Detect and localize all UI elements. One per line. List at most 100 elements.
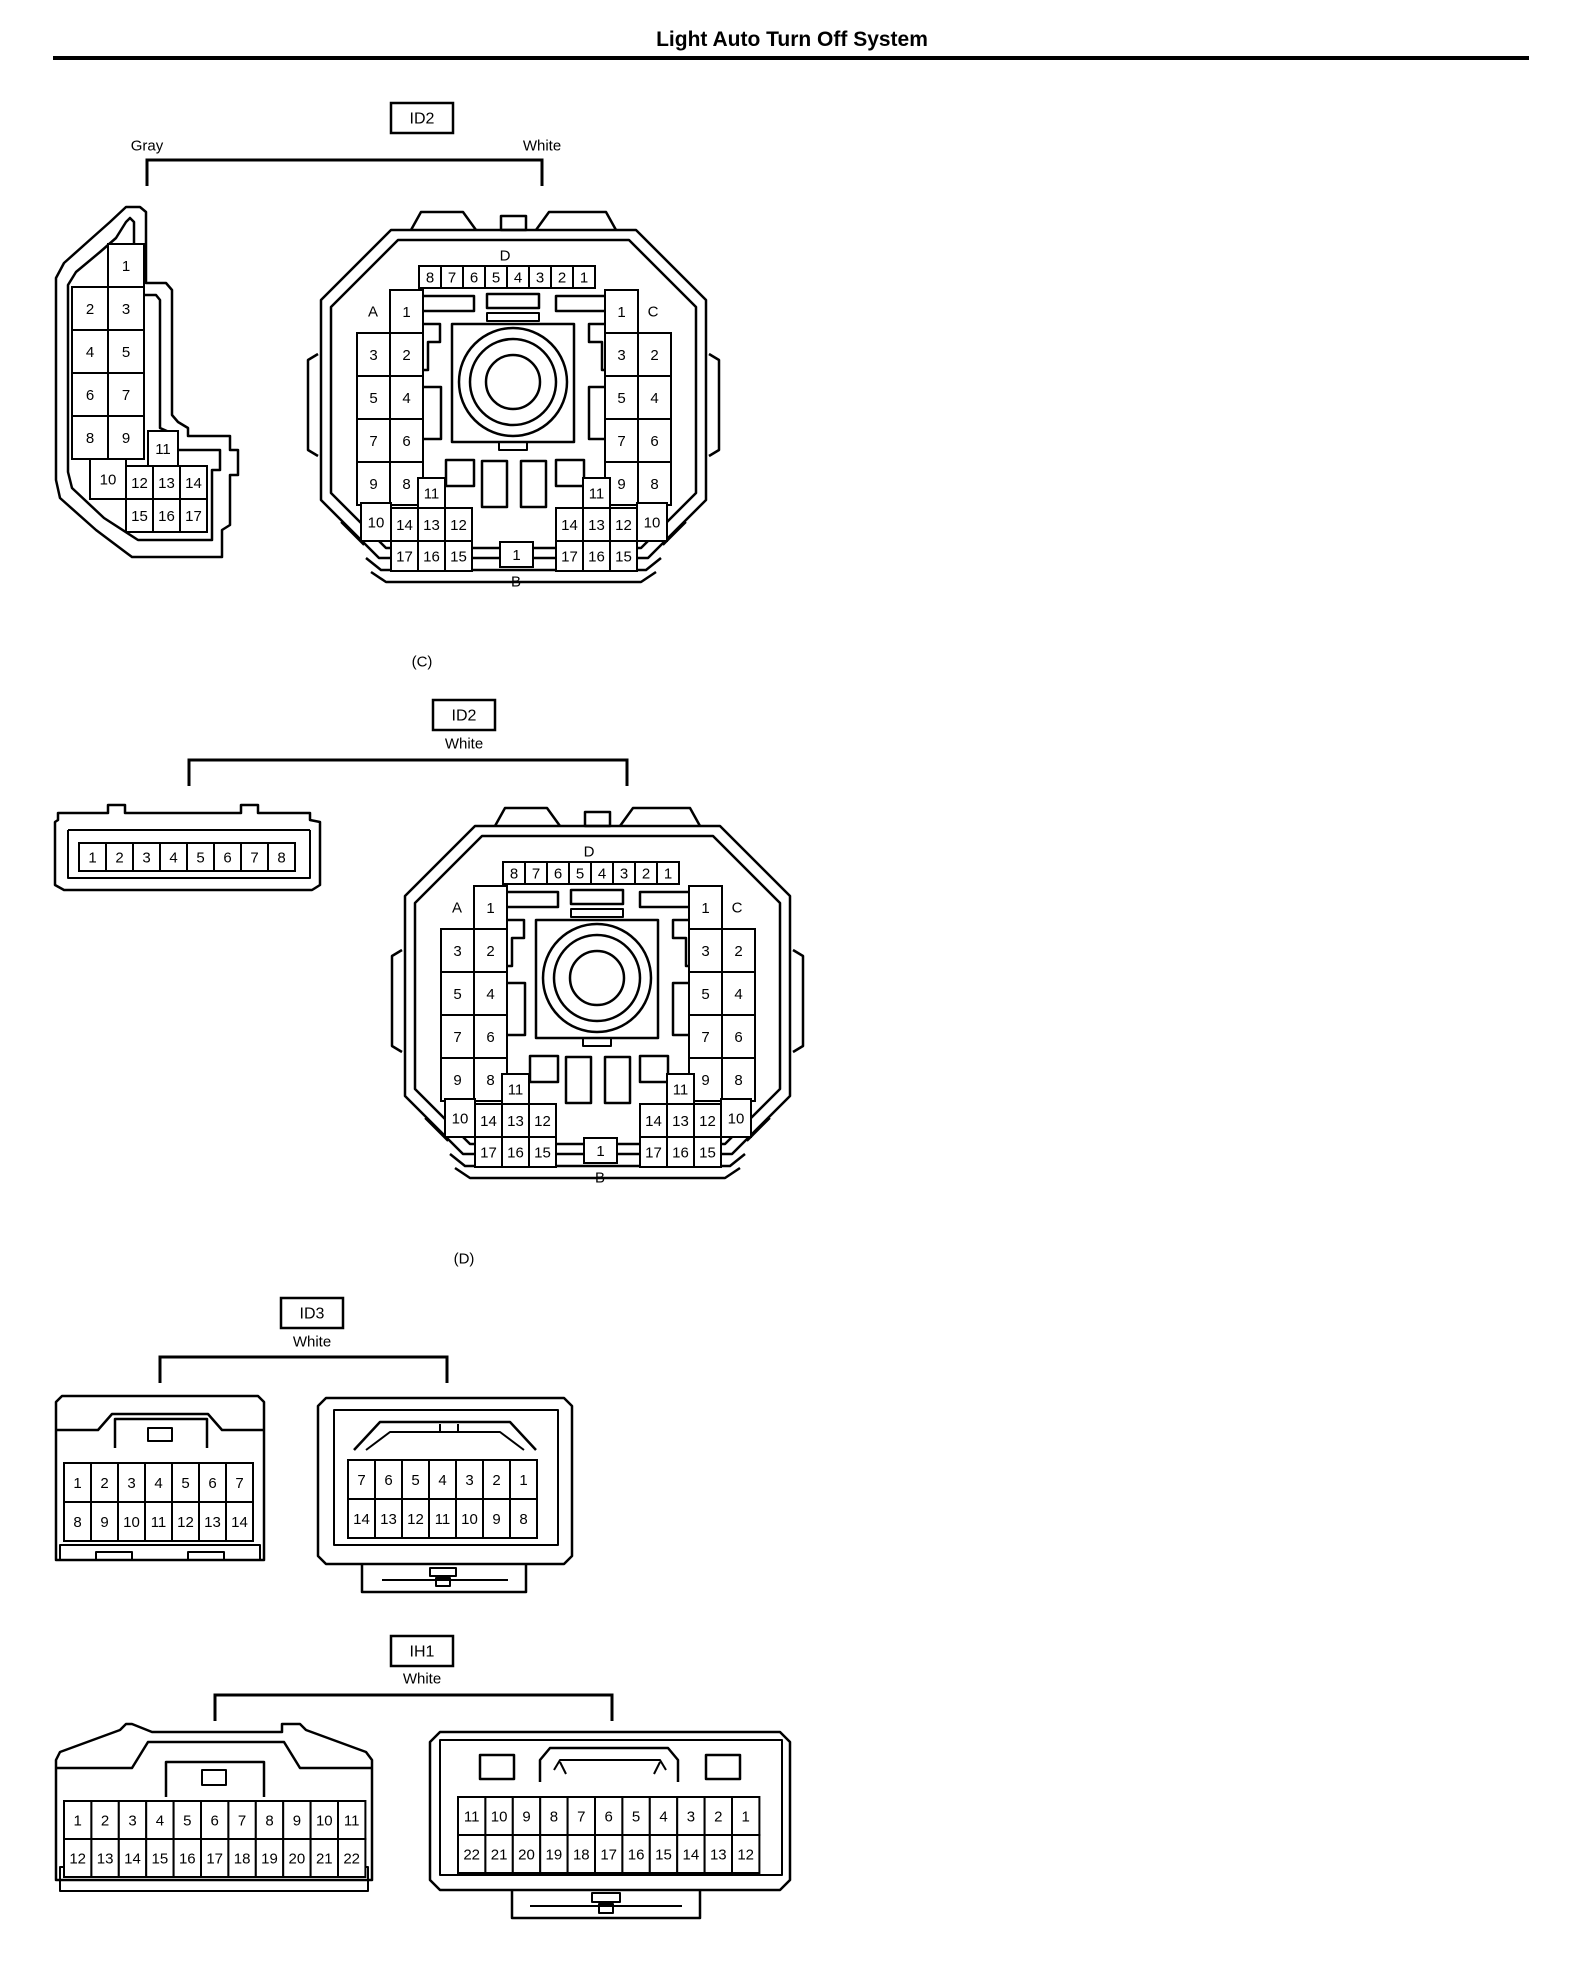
pin-number: 1 <box>88 850 96 867</box>
pin-number: 13 <box>672 1113 689 1130</box>
pin-number: 11 <box>344 1813 360 1830</box>
pin-number: 12 <box>534 1113 551 1130</box>
pin-number: 2 <box>402 347 410 364</box>
connector-id-box <box>279 1296 345 1330</box>
housing-outline <box>534 210 618 231</box>
pin-cell <box>389 289 424 334</box>
pin-number: 14 <box>353 1511 370 1528</box>
pin-cell <box>594 1834 624 1874</box>
wire-color-label: White <box>293 1334 331 1351</box>
guide-block <box>519 459 548 509</box>
pin-number: 14 <box>185 475 202 492</box>
housing-rib <box>439 1739 783 1876</box>
latch-tab <box>201 1769 227 1786</box>
pin-number: 2 <box>734 943 742 960</box>
pin-number: 7 <box>122 387 130 404</box>
pin-number: 6 <box>86 387 94 404</box>
pin-number: 6 <box>650 433 658 450</box>
pin-number: 8 <box>86 430 94 447</box>
pin-number: 18 <box>573 1847 590 1864</box>
pin-number: 10 <box>461 1511 478 1528</box>
pin-number: 5 <box>576 866 584 883</box>
housing-outline <box>449 1153 746 1168</box>
pin-number: 2 <box>115 850 123 867</box>
pin-number: 20 <box>518 1847 535 1864</box>
pin-number: 11 <box>155 441 171 458</box>
pin-cell <box>144 1501 173 1542</box>
pin-number: 4 <box>650 390 658 407</box>
pin-number: 15 <box>655 1847 672 1864</box>
pin-cell <box>356 461 391 506</box>
guide-block <box>480 459 509 509</box>
pin-cell <box>63 1501 92 1542</box>
pin-number: 16 <box>628 1847 645 1864</box>
pin-number: 12 <box>699 1113 716 1130</box>
pin-cell <box>566 1834 596 1874</box>
pin-number: 7 <box>617 433 625 450</box>
pin-cell <box>501 1103 530 1138</box>
locator-ring <box>568 949 626 1007</box>
pin-number: 11 <box>424 486 440 503</box>
pin-cell <box>609 540 638 572</box>
pin-number: 2 <box>558 270 566 287</box>
pin-number: 13 <box>423 517 440 534</box>
pin-number: 10 <box>100 472 117 489</box>
pin-number: 7 <box>448 270 456 287</box>
pin-cell <box>656 861 680 885</box>
pin-number: 17 <box>561 549 578 566</box>
pin-cell <box>347 1498 376 1539</box>
pin-number: 21 <box>491 1847 508 1864</box>
pin-number: 6 <box>554 866 562 883</box>
housing-rib <box>353 1420 537 1451</box>
pin-cell <box>604 289 639 334</box>
pin-number: 11 <box>589 486 605 503</box>
pin-number: 6 <box>734 1029 742 1046</box>
guide-bar <box>570 908 624 918</box>
pin-number: 7 <box>250 850 258 867</box>
latch-tab <box>598 1903 614 1914</box>
pin-number: 7 <box>532 866 540 883</box>
guide-bar <box>486 312 540 322</box>
page-title: Light Auto Turn Off System <box>656 28 928 51</box>
pin-number: 3 <box>617 347 625 364</box>
pin-number: 16 <box>672 1145 689 1162</box>
pin-number: 8 <box>486 1072 494 1089</box>
pin-number: 5 <box>617 390 625 407</box>
housing-octagon-inner <box>329 238 698 550</box>
connector-housings <box>53 205 805 1920</box>
housing-outline <box>618 806 702 827</box>
pin-cell <box>637 418 672 463</box>
bracket-line <box>187 758 629 786</box>
pin-cell <box>703 1834 733 1874</box>
pin-cell <box>227 1838 257 1878</box>
pin-number: 16 <box>179 1851 196 1868</box>
guide-block <box>528 1054 560 1084</box>
guide-block <box>554 458 586 488</box>
pin-number: 4 <box>86 344 94 361</box>
guide-bar <box>485 292 541 310</box>
pin-number: 13 <box>380 1511 397 1528</box>
pin-cell <box>198 1462 227 1503</box>
pin-number: 1 <box>596 1143 604 1160</box>
housing-foot <box>187 1551 225 1561</box>
pin-cell <box>282 1838 312 1878</box>
pin-number: 10 <box>452 1111 469 1128</box>
pin-number: 8 <box>510 866 518 883</box>
pin-cell <box>444 507 473 542</box>
pin-cell <box>440 1057 475 1102</box>
locator-ring <box>484 353 542 411</box>
pin-number: 17 <box>206 1851 223 1868</box>
pin-number: 16 <box>158 508 175 525</box>
pin-cell <box>147 430 179 467</box>
housing-rib <box>365 1431 525 1451</box>
pin-number: 6 <box>223 850 231 867</box>
pin-number: 9 <box>701 1072 709 1089</box>
pin-cell <box>582 540 611 572</box>
latch-tab <box>591 1892 621 1903</box>
pin-cell <box>721 1057 756 1102</box>
pin-cell <box>267 842 296 872</box>
pin-number: 4 <box>598 866 606 883</box>
housing-octagon-inner <box>413 834 782 1146</box>
pin-number: 1 <box>122 258 130 275</box>
